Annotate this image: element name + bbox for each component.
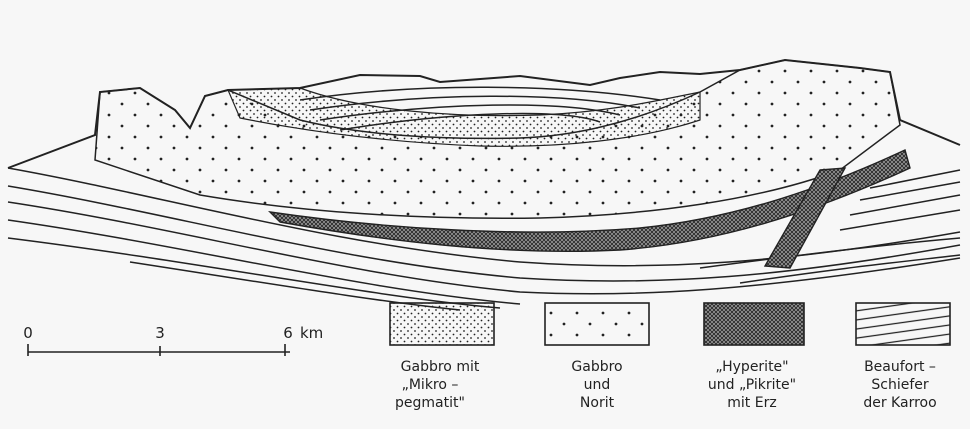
legend-swatch-fine-dots xyxy=(390,303,494,345)
legend-label-4-line-3: der Karroo xyxy=(863,395,936,411)
scale-tick-6: 6 xyxy=(283,324,293,342)
legend-label-1-line-2: „Mikro – xyxy=(402,377,459,393)
legend-swatch-crosshatch xyxy=(704,303,804,345)
legend-label-1-line-3: pegmatit" xyxy=(395,395,465,411)
legend-label-1-line-1: Gabbro mit xyxy=(401,359,480,375)
scale-bar xyxy=(28,344,290,356)
legend-swatch-lines xyxy=(856,303,950,345)
legend-label-3-line-2: und „Pikrite" xyxy=(708,377,796,393)
scale-unit: km xyxy=(300,324,323,342)
legend-label-2-line-2: und xyxy=(584,377,611,393)
legend-label-2-line-3: Norit xyxy=(580,395,615,411)
legend-label-4-line-1: Beaufort – xyxy=(864,359,936,375)
legend-label-4-line-2: Schiefer xyxy=(871,377,929,393)
legend-label-2-line-1: Gabbro xyxy=(571,359,622,375)
legend-label-3-line-3: mit Erz xyxy=(727,395,776,411)
scale-tick-3: 3 xyxy=(155,324,165,342)
legend-swatch-coarse-dots xyxy=(545,303,649,345)
legend xyxy=(390,303,950,345)
legend-label-3-line-1: „Hyperite" xyxy=(715,359,788,375)
scale-tick-0: 0 xyxy=(23,324,33,342)
